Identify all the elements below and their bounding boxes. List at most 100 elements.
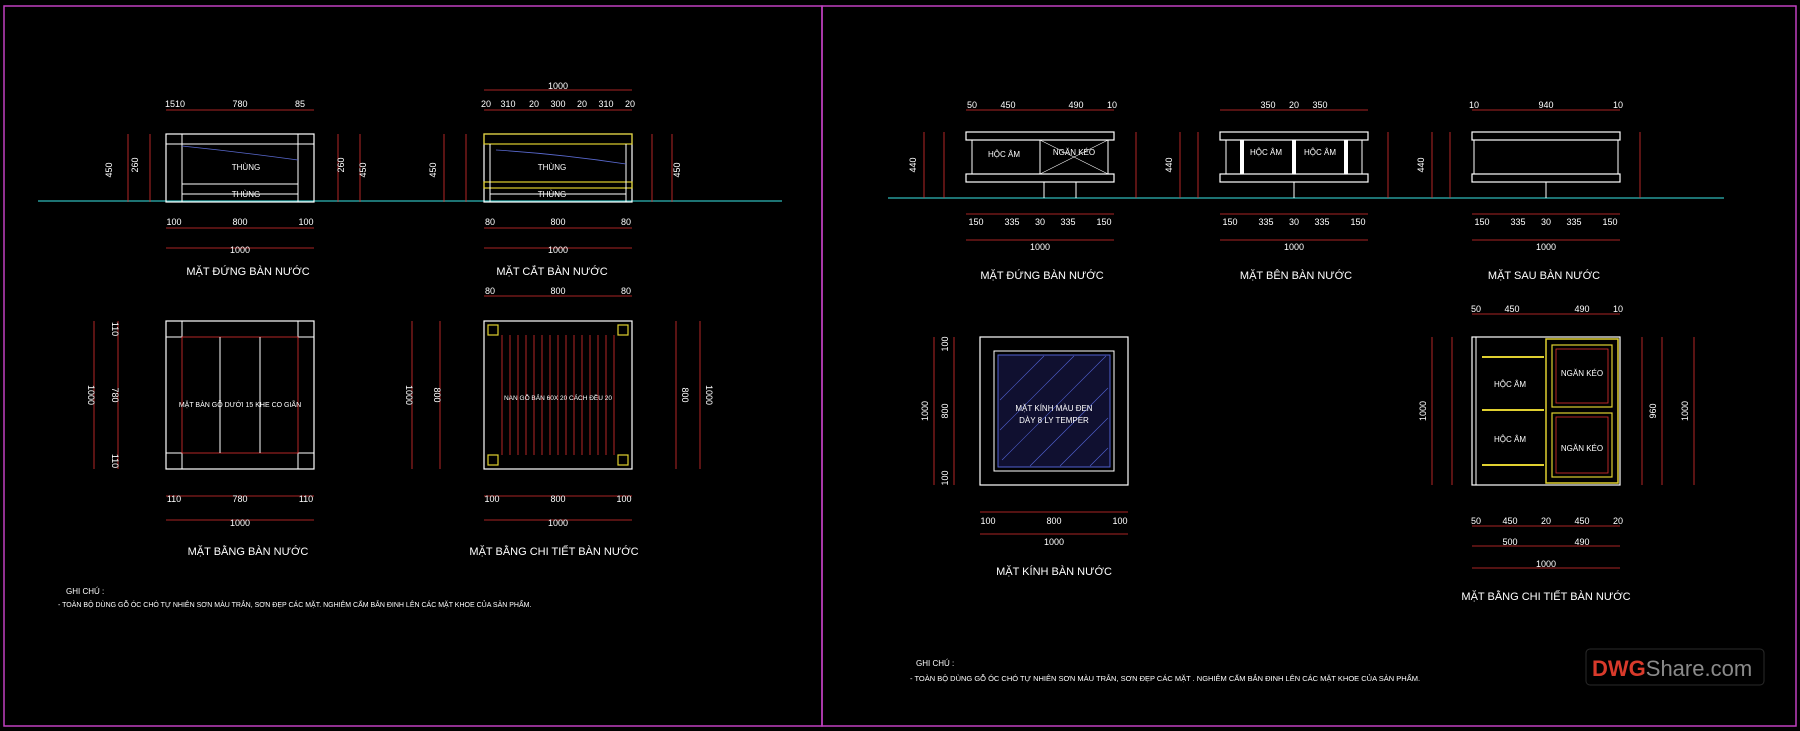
dim: 150 — [968, 217, 983, 227]
dim: 10 — [1613, 100, 1623, 110]
left-note-text: - TOÀN BỘ DÙNG GỖ ÓC CHÓ TỰ NHIÊN SƠN MÀ… — [58, 599, 531, 609]
left-front-title: MẶT ĐỨNG BÀN NƯỚC — [186, 265, 309, 278]
dim: 15 — [165, 99, 175, 109]
dim: 450 — [1574, 516, 1589, 526]
dim: 1000 — [86, 385, 96, 405]
dim: 50 — [1471, 304, 1481, 314]
dim: 440 — [908, 157, 918, 172]
dim: 1000 — [404, 385, 414, 405]
dim: 800 — [680, 387, 690, 402]
dim: 1000 — [1284, 242, 1304, 252]
dim: 1000 — [1680, 401, 1690, 421]
dim: 1000 — [230, 518, 250, 528]
dim: 10 — [1107, 100, 1117, 110]
dim: 450 — [358, 162, 368, 177]
dim: 800 — [1046, 516, 1061, 526]
dim: 260 — [130, 157, 140, 172]
dim: 100 — [484, 494, 499, 504]
dim: 1000 — [1030, 242, 1050, 252]
dim: 490 — [1574, 304, 1589, 314]
right-plan-detail: 50 450 490 10 50 450 20 450 20 500 490 1… — [1418, 304, 1695, 569]
dim: 490 — [1068, 100, 1083, 110]
dim: 20 — [577, 99, 587, 109]
watermark-dwg: DWG — [1592, 656, 1646, 681]
dwgshare-watermark: DWGShare.com — [1585, 648, 1765, 686]
dim: 100 — [980, 516, 995, 526]
plan-detail-inner-text: NAN GỖ BẢN 60X 20 CÁCH ĐỀU 20 — [504, 392, 612, 402]
left-section: 1000 20 310 20 300 20 310 20 80 800 80 1… — [428, 81, 682, 255]
left-plan-title: MẶT BẰNG BÀN NƯỚC — [188, 545, 309, 558]
right-note-title: GHI CHÚ : — [916, 659, 954, 668]
dim: 800 — [550, 494, 565, 504]
dim: 800 — [550, 286, 565, 296]
right-side-elevation: 350 350 20 150 335 30 335 150 1000 440 H… — [1164, 100, 1389, 252]
cell-label: NGĂN KÉO — [1561, 444, 1603, 453]
dim: 100 — [616, 494, 631, 504]
left-section-title: MẶT CẮT BÀN NƯỚC — [496, 265, 607, 278]
dim: 80 — [621, 217, 631, 227]
dim: 10 — [1469, 100, 1479, 110]
dim: 450 — [1000, 100, 1015, 110]
right-plan-detail-title: MẶT BẰNG CHI TIẾT BÀN NƯỚC — [1461, 590, 1630, 603]
left-note-title: GHI CHÚ : — [66, 587, 104, 596]
dim: 20 — [529, 99, 539, 109]
right-back-title: MẶT SAU BÀN NƯỚC — [1488, 269, 1600, 282]
dim: 1000 — [1536, 242, 1556, 252]
dim: 440 — [1164, 157, 1174, 172]
dim: 110 — [299, 494, 313, 504]
dim: 100 — [940, 470, 950, 485]
dim: 350 — [1312, 100, 1327, 110]
left-plan-detail-title: MẶT BẰNG CHI TIẾT BÀN NƯỚC — [469, 545, 638, 558]
dim: 780 — [110, 387, 120, 402]
dim: 780 — [232, 99, 247, 109]
dim: 20 — [1613, 516, 1623, 526]
dim: 350 — [1260, 100, 1275, 110]
dim: 1000 — [1418, 401, 1428, 421]
svg-text:DWGShare.com: DWGShare.com — [1592, 656, 1752, 681]
dim: 150 — [1350, 217, 1365, 227]
dim: 20 — [1289, 100, 1299, 110]
cell-label: HỘC ÂM — [1494, 380, 1526, 389]
dim: 335 — [1060, 217, 1075, 227]
dim: 20 — [481, 99, 491, 109]
dim: 1000 — [548, 518, 568, 528]
right-sheet-frame — [821, 5, 1797, 727]
dim: 490 — [1574, 537, 1589, 547]
dim: 310 — [598, 99, 613, 109]
dim: 20 — [1541, 516, 1551, 526]
dim: 335 — [1566, 217, 1581, 227]
dim: 440 — [1416, 157, 1426, 172]
dim: 80 — [485, 217, 495, 227]
dim: 150 — [1222, 217, 1237, 227]
dim: 450 — [428, 162, 438, 177]
dim: 80 — [621, 286, 631, 296]
dim: 335 — [1004, 217, 1019, 227]
dim: 1000 — [230, 245, 250, 255]
right-glass-title: MẶT KÍNH BÀN NƯỚC — [996, 565, 1112, 578]
box-label: THÙNG — [232, 163, 260, 172]
dim: 800 — [432, 387, 442, 402]
cell-label: HỘC ÂM — [1304, 148, 1336, 157]
dim: 100 — [940, 336, 950, 351]
box-label: THÙNG — [232, 190, 260, 199]
plan-inner-text: MẶT BÀN GỖ DƯỚI 15 KHE CO GIÃN — [179, 400, 301, 409]
dim: 50 — [1471, 516, 1481, 526]
dim: 100 — [166, 217, 181, 227]
dim: 800 — [940, 403, 950, 418]
dim: 335 — [1510, 217, 1525, 227]
dim: 1000 — [548, 81, 568, 91]
dim: 50 — [967, 100, 977, 110]
dim: 800 — [232, 217, 247, 227]
right-front-title: MẶT ĐỨNG BÀN NƯỚC — [980, 269, 1103, 282]
glass-inner-line2: DÀY 8 LY TEMPER — [1019, 416, 1089, 425]
dim: 30 — [1035, 217, 1045, 227]
left-sheet-frame — [3, 5, 823, 727]
dim: 450 — [1502, 516, 1517, 526]
dim: 10 — [1613, 304, 1623, 314]
dim: 500 — [1502, 537, 1517, 547]
glass-inner-line1: MẶT KÍNH MÀU ĐEN — [1015, 404, 1092, 413]
dim: 30 — [1541, 217, 1551, 227]
right-front-elevation: 50 450 490 10 150 335 30 335 150 1000 44… — [908, 100, 1137, 252]
cell-label: HỘC ÂM — [1494, 435, 1526, 444]
